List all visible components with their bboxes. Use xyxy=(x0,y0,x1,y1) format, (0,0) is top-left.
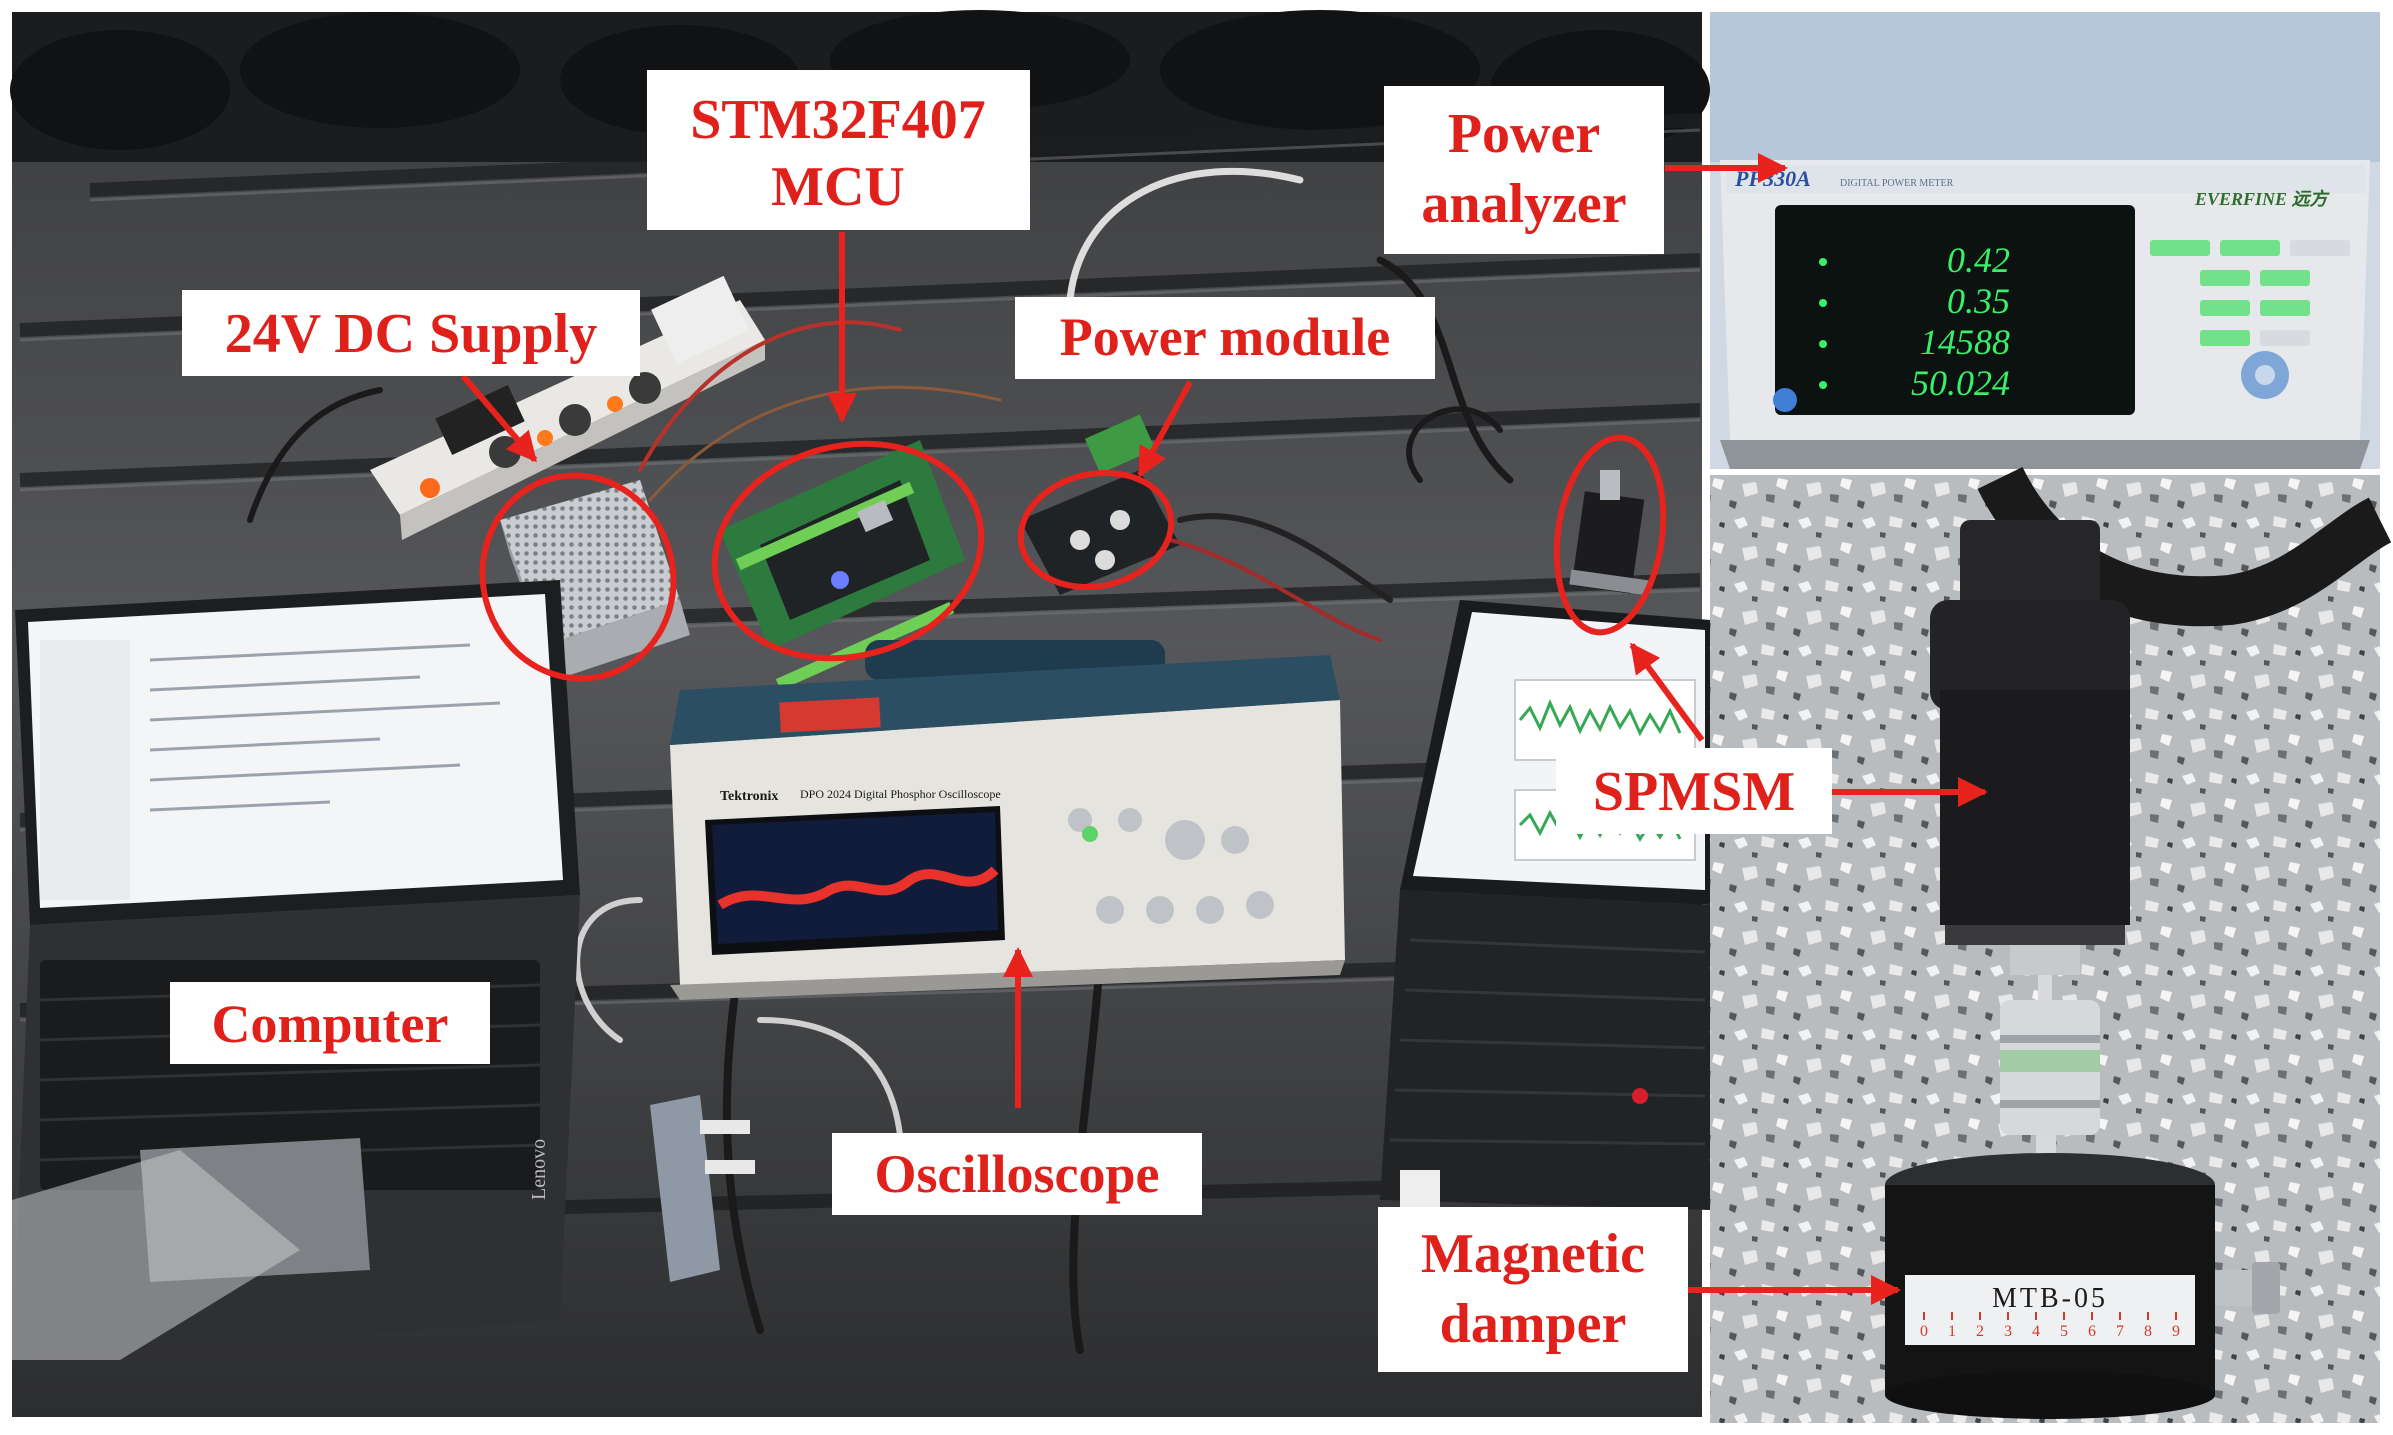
damper-scale-band xyxy=(1905,1275,2195,1345)
left-laptop: Lenovo xyxy=(12,580,580,1360)
scope-brand-text: Tektronix xyxy=(720,789,778,804)
damper-scale-digit: 7 xyxy=(2116,1323,2124,1340)
scope-model-text: DPO 2024 Digital Phosphor Oscilloscope xyxy=(800,787,1001,801)
label-analyzer: Power analyzer xyxy=(1384,86,1664,254)
analyzer-display xyxy=(1775,205,2135,415)
damper-scale-digit: 2 xyxy=(1976,1323,1984,1340)
damper-scale-digit: 8 xyxy=(2144,1323,2152,1340)
usb-hub xyxy=(650,1095,755,1282)
supply-arrow xyxy=(460,374,538,463)
damper-model-text: MTB-05 xyxy=(1992,1283,2108,1314)
supply-ellipse xyxy=(479,472,677,682)
label-power-module: Power module xyxy=(1015,297,1435,379)
power-module-ellipse xyxy=(1017,469,1175,591)
analyzer-brand-text: EVERFINE 远方 xyxy=(2194,189,2331,209)
reading-voltage: 0.42 xyxy=(1947,240,2010,280)
reading-frequency: 50.024 xyxy=(1911,363,2010,403)
label-spmsm-text: SPMSM xyxy=(1593,761,1795,823)
label-supply: 24V DC Supply xyxy=(182,290,640,376)
label-damper-line1: Magnetic xyxy=(1421,1223,1645,1285)
mcu-board xyxy=(720,440,965,691)
label-spmsm: SPMSM xyxy=(1556,748,1832,834)
power-strip xyxy=(370,275,765,540)
damper-scale: 0 1 2 3 4 5 6 7 8 9 xyxy=(1920,1312,2180,1340)
reading-power: 14588 xyxy=(1920,322,2010,362)
motor-damper-photo: MTB-05 0 1 2 3 4 5 6 7 8 9 xyxy=(1710,466,2392,1423)
damper-scale-digit: 4 xyxy=(2032,1323,2040,1340)
label-analyzer-line2: analyzer xyxy=(1421,173,1626,235)
motor-ellipse xyxy=(1553,434,1667,636)
label-damper: Magnetic damper xyxy=(1378,1207,1688,1372)
mcu-ellipse xyxy=(711,440,985,662)
damper-scale-digit: 0 xyxy=(1920,1323,1928,1340)
oscilloscope-device: Tektronix DPO 2024 Digital Phosphor Osci… xyxy=(670,640,1345,1000)
damper-scale-digit: 3 xyxy=(2004,1323,2012,1340)
label-analyzer-line1: Power xyxy=(1448,103,1600,165)
analyzer-subtitle-text: DIGITAL POWER METER xyxy=(1840,178,1954,189)
label-mcu: STM32F407 MCU xyxy=(647,70,1030,230)
damper-scale-digit: 5 xyxy=(2060,1323,2068,1340)
label-mcu-line2: MCU xyxy=(771,156,905,218)
bench-motor xyxy=(1569,470,1651,596)
label-supply-text: 24V DC Supply xyxy=(225,303,597,365)
label-oscilloscope-text: Oscilloscope xyxy=(875,1144,1160,1204)
label-computer: Computer xyxy=(170,982,490,1064)
spmsm-arrow-left xyxy=(1629,642,1705,742)
motor-body xyxy=(1940,690,2130,925)
damper-scale-digit: 6 xyxy=(2088,1323,2096,1340)
annotation-labels: STM32F407 MCU 24V DC Supply Power module… xyxy=(170,70,1832,1372)
power-module-board xyxy=(1020,414,1180,595)
motor-connector xyxy=(1960,520,2100,610)
highlight-ellipses xyxy=(479,434,1667,682)
label-mcu-line1: STM32F407 xyxy=(690,89,986,151)
power-analyzer-photo: PF330A DIGITAL POWER METER EVERFINE 远方 0… xyxy=(1665,12,2380,469)
label-damper-line2: damper xyxy=(1440,1293,1627,1355)
label-power-module-text: Power module xyxy=(1060,307,1390,367)
damper-scale-digit: 9 xyxy=(2172,1323,2180,1340)
annotation-arrows xyxy=(460,232,1705,1108)
reading-current: 0.35 xyxy=(1947,281,2010,321)
laptop-brand-text: Lenovo xyxy=(528,1139,550,1200)
power-module-arrow xyxy=(1137,380,1193,478)
motor-endcap xyxy=(1930,600,2130,710)
label-oscilloscope: Oscilloscope xyxy=(832,1133,1202,1215)
label-computer-text: Computer xyxy=(212,994,449,1054)
damper-scale-digit: 1 xyxy=(1948,1323,1956,1340)
damper-knob xyxy=(2215,1270,2255,1306)
analyzer-keypad xyxy=(1773,240,2350,412)
